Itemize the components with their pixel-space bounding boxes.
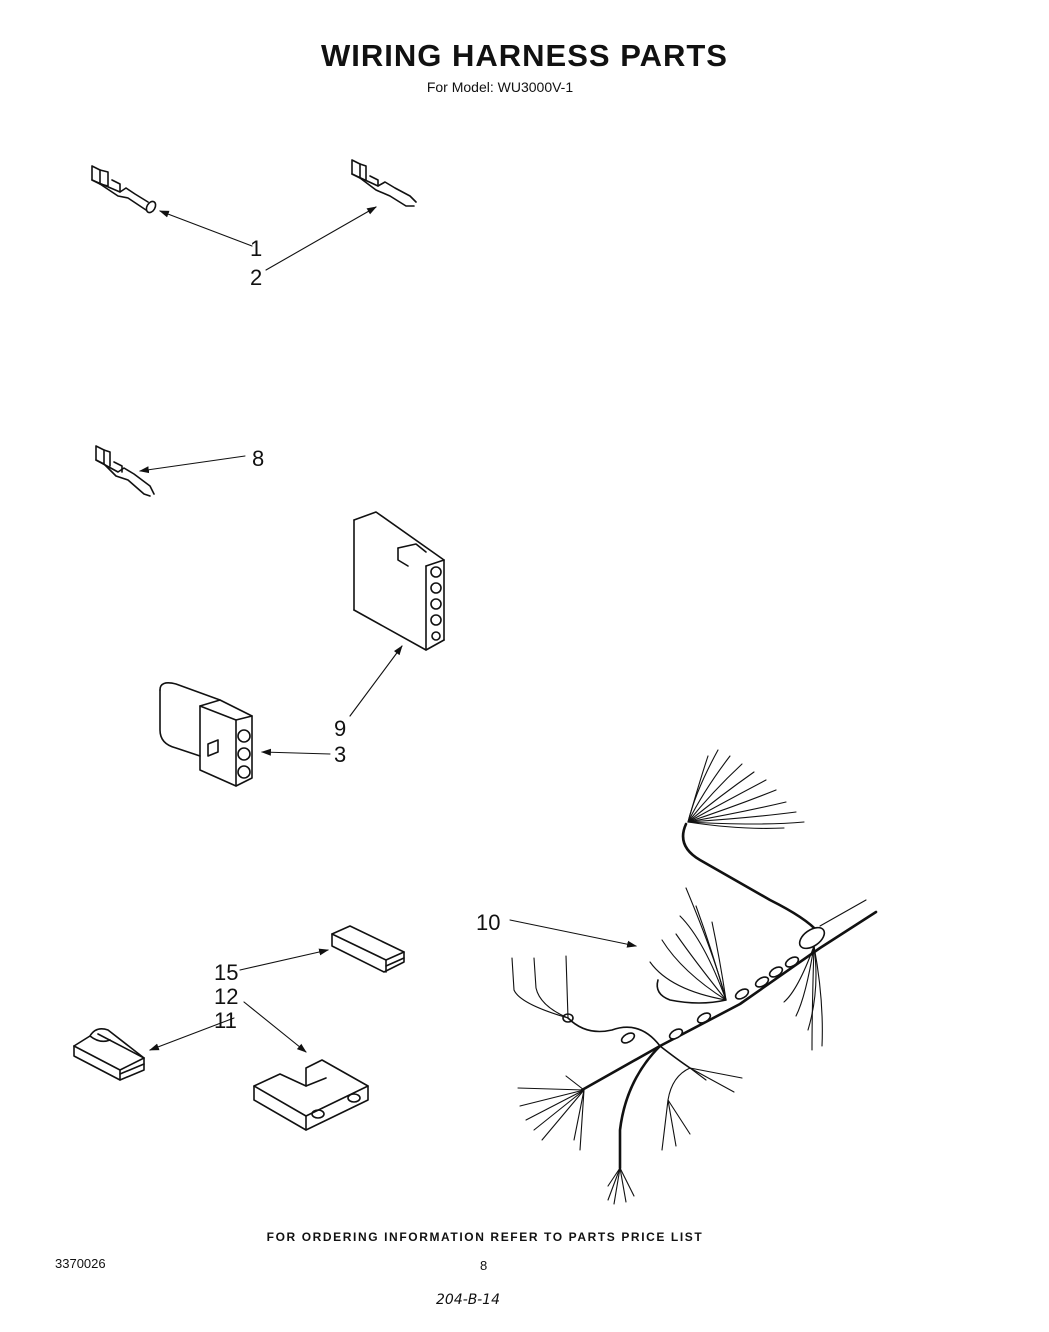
page-title: WIRING HARNESS PARTS	[321, 38, 728, 73]
callout-12: 12	[214, 984, 238, 1009]
connector-part-3	[159, 682, 253, 787]
leader-line-12	[243, 1001, 307, 1053]
callout-11: 11	[214, 1008, 237, 1033]
callout-3: 3	[334, 742, 346, 767]
wiring-harness-part-10	[511, 749, 878, 1205]
leader-line-1	[159, 210, 253, 247]
callout-10: 10	[476, 910, 500, 935]
callout-15: 15	[214, 960, 238, 985]
callout-1: 1	[250, 236, 262, 261]
leader-line-9	[349, 645, 403, 717]
connector-housing-part-9	[353, 511, 445, 651]
connector-part-11	[73, 1028, 145, 1081]
callout-8: 8	[252, 446, 264, 471]
leader-line-11	[149, 1017, 235, 1051]
connector-part-12	[253, 1059, 369, 1131]
handwritten-note: 204-B-14	[436, 1292, 500, 1308]
document-number: 3370026	[55, 1256, 106, 1271]
block-part-15	[331, 925, 405, 973]
leader-line-3	[261, 748, 331, 756]
callout-2: 2	[250, 265, 262, 290]
page-number: 8	[480, 1258, 488, 1273]
leader-line-8	[139, 455, 246, 474]
leader-line-15	[239, 948, 329, 971]
leader-line-10	[509, 919, 637, 948]
leader-line-2	[265, 206, 377, 271]
terminal-part-1	[91, 165, 157, 214]
ordering-info-note: FOR ORDERING INFORMATION REFER TO PARTS …	[266, 1230, 704, 1244]
model-subtitle: For Model: WU3000V-1	[426, 79, 574, 95]
terminal-part-2	[351, 159, 417, 207]
terminal-part-8	[95, 445, 155, 497]
callout-9: 9	[334, 716, 346, 741]
